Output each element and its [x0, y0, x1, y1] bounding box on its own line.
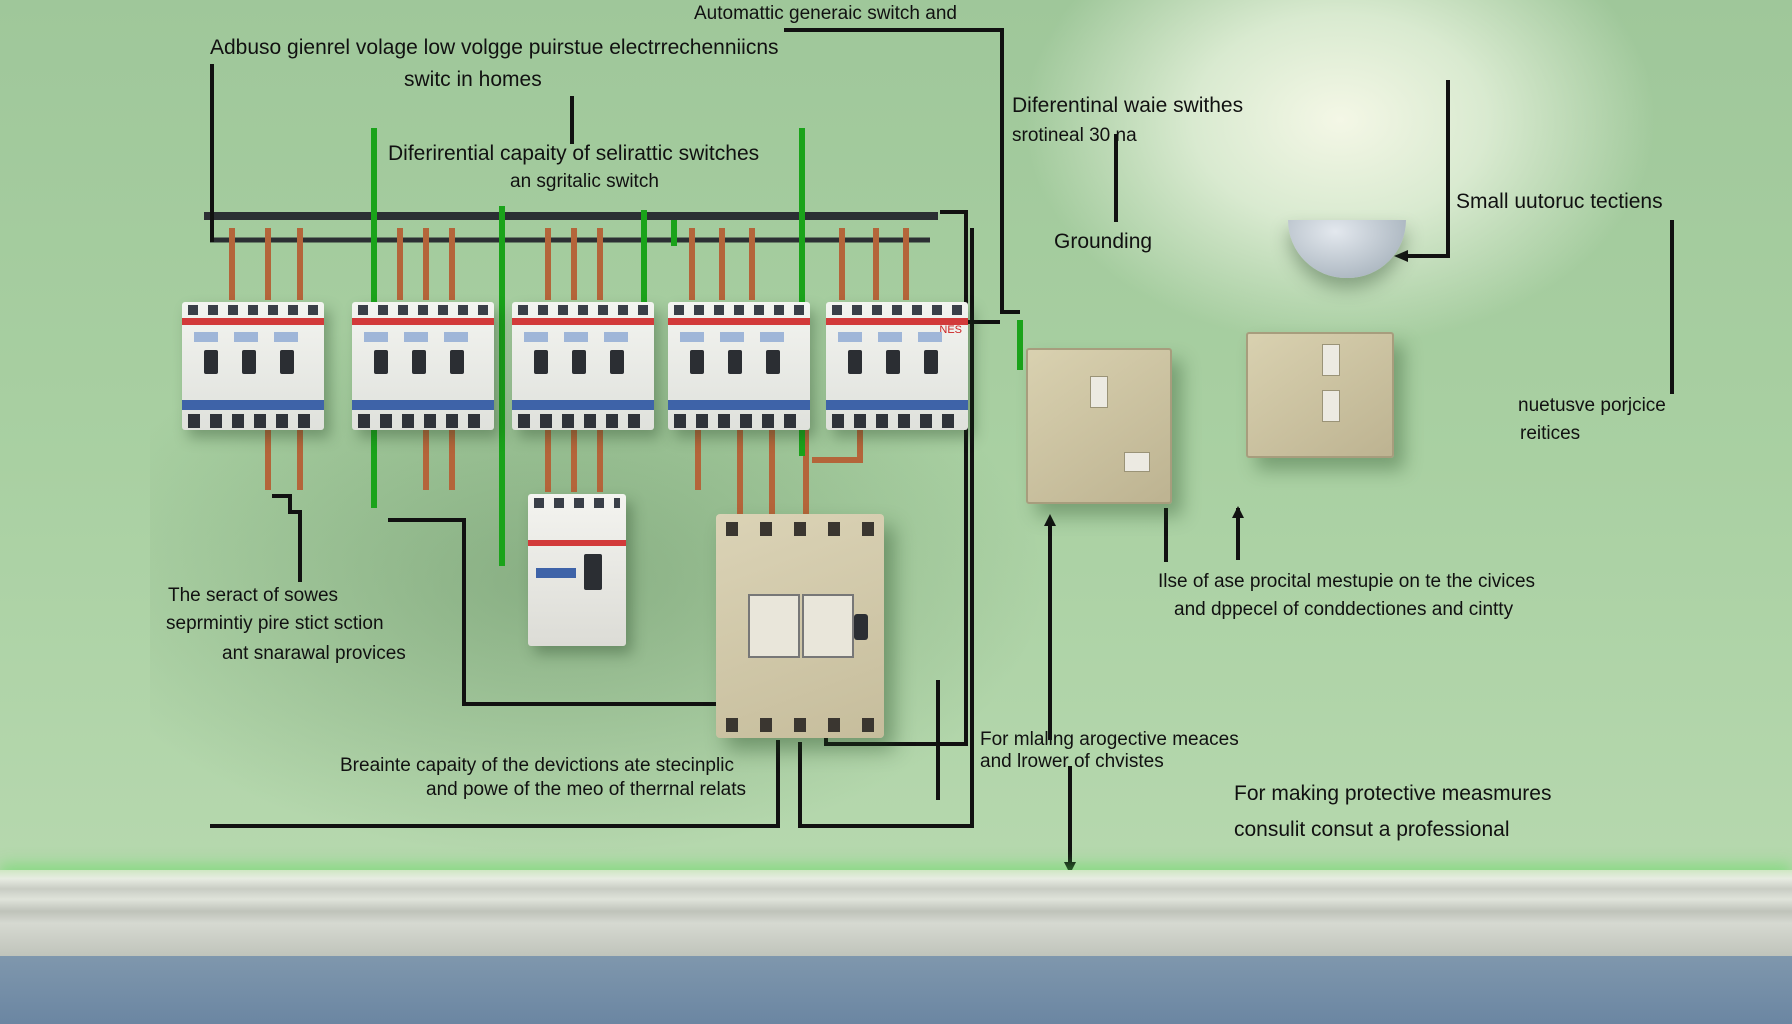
label-protective-small-line1: For mlaling arogective meaces [980, 729, 1239, 750]
rocker-switch [1322, 344, 1340, 376]
label-low-voltage-line2: switc in homes [404, 68, 542, 91]
main-switch-box [716, 514, 884, 738]
breaker-4 [668, 302, 810, 430]
label-protective-small-line2: and lrower of chvistes [980, 751, 1164, 772]
breaker-3 [512, 302, 654, 430]
label-differential-capacity-line2: an sgritalic switch [510, 171, 659, 192]
label-automatic-switch: Automattic generaic switch and [694, 3, 957, 24]
copper-wires-top [229, 228, 909, 300]
label-grounding: Grounding [1054, 230, 1153, 253]
label-center-mid-line2: and dppecel of conddectiones and cintty [1174, 599, 1514, 620]
arrowheads [1044, 250, 1408, 874]
label-right-mid-line2: reitices [1520, 423, 1581, 444]
label-right-mid-line1: nuetusve porjcice [1518, 395, 1666, 416]
busbar [204, 212, 938, 220]
label-differential-switches-line2: srotineal 30 na [1012, 125, 1137, 146]
label-center-mid-line1: Ilse of ase procital mestupie on te the … [1158, 571, 1536, 592]
breaker-2 [352, 302, 494, 430]
label-low-voltage-line1: Adbuso gienrel volage low volgge puirstu… [210, 36, 779, 59]
black-wires [210, 28, 1674, 870]
label-consult-line1: For making protective measmures [1234, 782, 1552, 805]
label-left-mid-line3: ant snarawal provices [222, 643, 406, 664]
label-left-mid-line1: The seract of sowes [168, 585, 339, 606]
rocker-switch [1322, 390, 1340, 422]
label-small-protections: Small uutoruc tectiens [1456, 190, 1663, 213]
copper-wires-bottom [265, 430, 863, 514]
label-breaking-capacity-line1: Breainte capaity of the devictions ate s… [340, 755, 734, 776]
label-differential-capacity-line1: Diferirential capaity of selirattic swit… [388, 142, 760, 165]
rocker-switch [1124, 452, 1150, 472]
wall-switch-plate-2 [1246, 332, 1394, 458]
wall-switch-plate-1 [1026, 348, 1172, 504]
breaker-marking: NES [939, 324, 962, 336]
label-breaking-capacity-line2: and powe of the meo of therrnal relats [426, 779, 747, 800]
label-left-mid-line2: seprmintiy pire stict sction [166, 613, 384, 634]
rocker-switch [1090, 376, 1108, 408]
floor [0, 956, 1792, 1024]
breaker-1 [182, 302, 324, 430]
label-differential-switches-line1: Diferentinal waie swithes [1012, 94, 1244, 117]
breaker-5: NES [826, 302, 968, 430]
rcd-module [528, 494, 626, 646]
skirting-board [0, 870, 1792, 956]
label-consult-line2: consulit consut a professional [1234, 818, 1510, 841]
